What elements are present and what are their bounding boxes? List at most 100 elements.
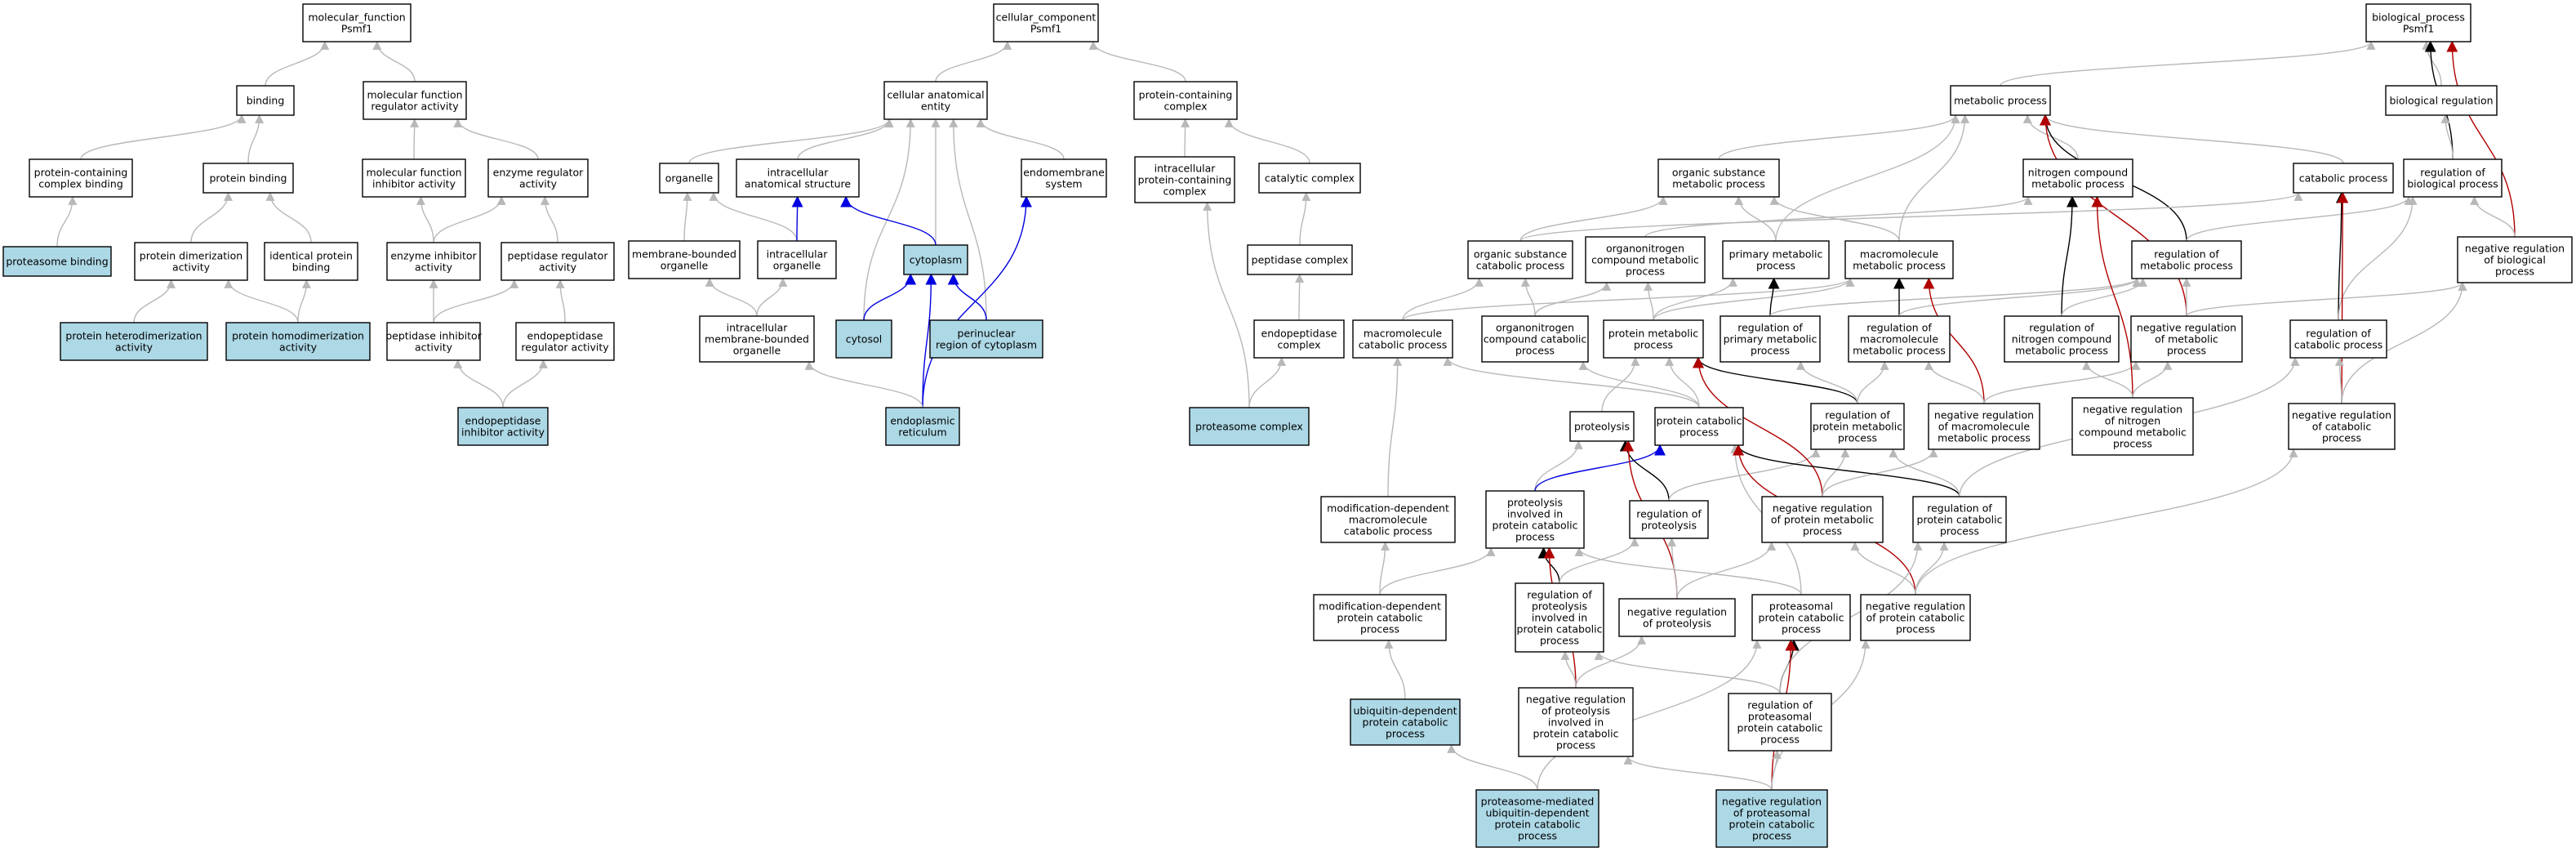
node-box <box>1189 407 1310 446</box>
node-box <box>1247 244 1353 275</box>
node-box <box>2403 158 2503 198</box>
edge-is-a <box>1665 356 1700 408</box>
edge-is-a <box>1653 277 1855 321</box>
node-label: proteasome complex <box>1195 421 1303 433</box>
node-box <box>2022 158 2133 198</box>
edge-is-a <box>1822 448 1850 497</box>
edge-is-a <box>2341 281 2467 404</box>
edge-part-of <box>863 273 917 321</box>
node-box <box>487 158 589 198</box>
edge-is-a <box>2186 281 2467 317</box>
edge-is-a <box>1653 277 1737 321</box>
edge-is-a <box>2186 195 2414 242</box>
edge-is-a <box>1443 356 1700 408</box>
edge-is-a <box>80 114 247 160</box>
node-box <box>1928 403 2040 450</box>
node-box <box>225 322 371 361</box>
edge-is-a <box>433 195 506 243</box>
edge-is-a <box>1574 546 1802 596</box>
node-box <box>202 163 294 194</box>
go-term-node: catalytic complex <box>1258 163 1361 194</box>
edge-is-a <box>1889 448 1960 497</box>
node-box <box>1629 500 1709 539</box>
node-label: catalytic complex <box>1265 172 1355 185</box>
edge-is-a <box>935 40 1012 83</box>
node-box <box>457 407 549 446</box>
node-box <box>993 3 1099 42</box>
edge-regulates <box>1733 444 1960 497</box>
go-term-node: catabolic process <box>2293 163 2394 194</box>
node-box <box>2131 240 2242 279</box>
edge-is-a <box>1594 650 1781 694</box>
edge-is-a <box>1088 40 1186 83</box>
node-box <box>1657 158 1780 198</box>
edge-is-a <box>683 191 692 242</box>
node-box <box>362 158 466 198</box>
node-box <box>1912 496 2007 543</box>
node-box <box>2 246 112 277</box>
node-box <box>1844 240 1954 279</box>
node-box <box>386 322 481 361</box>
edge-is-a <box>1379 541 1390 596</box>
edge-is-a <box>1295 273 1305 321</box>
node-box <box>236 85 295 116</box>
node-box <box>2288 403 2396 450</box>
node-box <box>1761 496 1884 543</box>
node-box <box>1320 496 1456 543</box>
edge-is-a <box>265 191 312 243</box>
edge-is-a <box>1578 360 1700 408</box>
node-box <box>883 81 988 120</box>
edge-is-a <box>1915 541 1949 596</box>
node-box <box>1021 158 1107 198</box>
edge-negatively-regulates <box>2446 40 2516 238</box>
edge-is-a <box>1769 195 1900 242</box>
edge-is-a <box>2440 114 2454 160</box>
go-term-node: metabolic process <box>1950 85 2051 116</box>
go-term-node: binding <box>236 85 295 116</box>
node-label: protein binding <box>209 172 287 185</box>
node-box <box>757 240 837 279</box>
edge-is-a <box>416 195 434 243</box>
edge-is-a <box>949 118 987 321</box>
edge-is-a <box>976 118 1065 160</box>
edge-is-a <box>2000 40 2376 87</box>
edge-is-a <box>1387 356 1403 497</box>
go-term-node: proteasome binding <box>2 246 112 277</box>
edge-regulates <box>2335 191 2347 321</box>
node-box <box>1134 156 1235 203</box>
